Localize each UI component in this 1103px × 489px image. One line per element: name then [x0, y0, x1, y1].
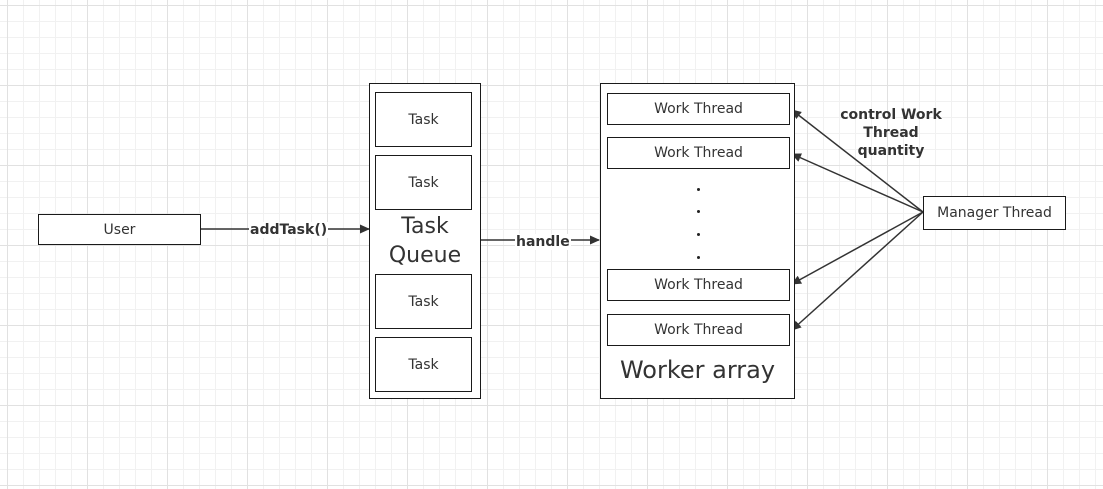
manager-to-thread-2-arrow	[791, 153, 924, 213]
work-thread-node[interactable]: Work Thread	[607, 269, 790, 301]
task-label: Task	[408, 174, 439, 191]
handle-edge-label: handle	[515, 234, 571, 250]
user-label: User	[103, 221, 136, 238]
task-node[interactable]: Task	[375, 92, 472, 147]
user-node[interactable]: User	[38, 214, 201, 245]
task-node[interactable]: Task	[375, 337, 472, 392]
manager-to-thread-3-arrow	[791, 211, 924, 285]
task-node[interactable]: Task	[375, 155, 472, 210]
task-queue-title: Task Queue	[369, 212, 481, 270]
ellipsis-dot	[697, 210, 700, 213]
worker-array-title: Worker array	[619, 356, 776, 384]
ellipsis-dot	[697, 188, 700, 191]
work-thread-label: Work Thread	[654, 277, 743, 293]
control-edge-label-line: control Work	[840, 107, 942, 123]
task-label: Task	[408, 293, 439, 310]
task-queue-title-line: Queue	[388, 243, 462, 268]
manager-to-thread-1-arrow	[791, 109, 924, 213]
task-label: Task	[408, 356, 439, 373]
task-node[interactable]: Task	[375, 274, 472, 329]
control-edge-label: control Work Thread quantity	[832, 106, 950, 160]
ellipsis-dot	[697, 233, 700, 236]
add-task-edge-label: addTask()	[249, 222, 329, 238]
work-thread-label: Work Thread	[654, 145, 743, 161]
task-queue-title-line: Task	[401, 214, 449, 239]
work-thread-label: Work Thread	[654, 101, 743, 117]
task-label: Task	[408, 111, 439, 128]
worker-array-container[interactable]	[600, 83, 795, 399]
work-thread-node[interactable]: Work Thread	[607, 93, 790, 125]
manager-thread-label: Manager Thread	[937, 205, 1052, 221]
manager-to-thread-4-arrow	[791, 211, 924, 331]
manager-thread-node[interactable]: Manager Thread	[923, 196, 1066, 230]
work-thread-label: Work Thread	[654, 322, 743, 338]
ellipsis-dot	[697, 256, 700, 259]
work-thread-node[interactable]: Work Thread	[607, 137, 790, 169]
control-edge-label-line: Thread	[863, 125, 919, 141]
work-thread-node[interactable]: Work Thread	[607, 314, 790, 346]
control-edge-label-line: quantity	[857, 143, 925, 159]
